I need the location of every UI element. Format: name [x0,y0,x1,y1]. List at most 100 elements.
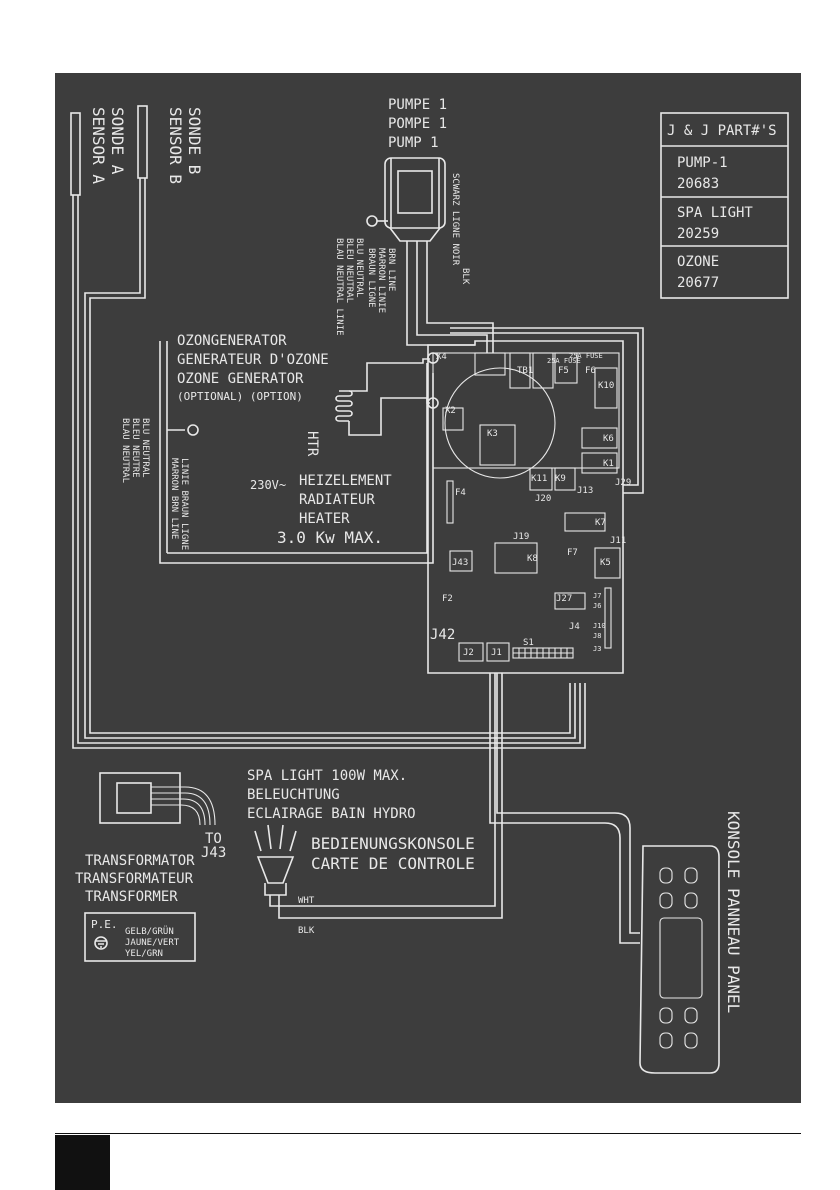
light-wire-white [269,673,496,907]
pump-wire-black [426,241,494,353]
board-label-x2: X2 [445,406,456,416]
pump-label-2: POMPE 1 [388,116,447,132]
board-label-j13: J13 [577,486,593,496]
sensor-b-label-2: SONDE B [185,107,204,174]
heater-max: 3.0 Kw MAX. [277,528,383,547]
transformer-body [99,772,181,824]
board-label-tb1: TB1 [517,366,533,376]
ground-label-1: GELB/GRÜN [125,926,174,937]
ozone-label-1: OZONGENERATOR [177,333,287,349]
pump-wire-blue-label-2: BLEU NEUTRAL [344,238,354,303]
board-label-j6: J6 [593,602,601,610]
wiring-diagram-panel: J & J PART#'S PUMP-1 20683 SPA LIGHT 202… [55,73,801,1103]
ozone-neutral-label-2: BLEU NEUTRE [130,418,140,478]
light-wire-black [278,673,503,919]
footer-block [55,1135,110,1190]
console-panel [639,845,720,1074]
pump-label-3: PUMP 1 [388,135,439,151]
pump-wire-black-label-2: BLK [460,268,470,285]
console-label-2: CARTE DE CONTROLE [311,854,475,873]
board-label-s1: S1 [523,638,534,648]
pump-wire-blue-label-1: BLAU NEUTRAL LINIE [334,238,344,336]
pump-wire-brown-label-1: BRAUN LIGNE [366,248,376,308]
transformer-to-j43: J43 [201,845,226,861]
footer-rule [55,1133,801,1134]
sensor-a-label-1: SENSOR A [89,107,108,184]
ozone-optional: (OPTIONAL) (OPTION) [177,390,303,403]
ground-pe: P.E. [91,918,118,931]
board-label-k11: K11 [531,474,547,484]
console-button [684,892,698,909]
board-label-j3: J3 [593,645,601,653]
board-label-k8: K8 [527,554,538,564]
board-label-j7: J7 [593,592,601,600]
ozone-generator: OZONGENERATOR GENERATEUR D'OZONE OZONE G… [120,333,434,564]
ozone-neutral-label-3: BLU NEUTRAL [140,418,150,478]
board-label-k9: K9 [555,474,566,484]
pump-1: PUMPE 1 POMPE 1 PUMP 1 BLAU NEUTRAL LINI… [334,97,644,494]
console-button [659,892,673,909]
console-display [659,917,703,999]
sensor-a-label-2: SONDE A [108,107,127,175]
pump-ground-icon [366,215,378,227]
board-label-j27: J27 [556,594,572,604]
board-label-fuse-2: 25A FUSE [569,352,603,360]
light-wire-wht-label: WHT [298,896,315,906]
console-button [684,1007,698,1024]
part-pump-number: 20683 [677,176,719,192]
heater-label-1: HEIZELEMENT [299,473,392,489]
board-label-j1: J1 [491,648,502,658]
ground-icon [94,936,108,950]
parts-table-header: J & J PART#'S [667,123,777,139]
light-label-2: BELEUCHTUNG [247,787,340,803]
board-label-f2: F2 [442,594,453,604]
light-label-1: SPA LIGHT 100W MAX. [247,768,407,784]
pump-label-1: PUMPE 1 [388,97,447,113]
transformer: TO J43 TRANSFORMATOR TRANSFORMATEUR TRAN… [75,772,226,962]
light-wire-blk-label: BLK [298,926,315,936]
board-label-j43: J43 [452,558,468,568]
heater-tag: HTR [304,431,320,457]
part-ozone-number: 20677 [677,275,719,291]
board-label-j10: J10 [593,622,606,630]
board-label-k1: K1 [603,459,614,469]
console-side-label: KONSOLE PANNEAU PANEL [724,811,743,1013]
board-label-k6: K6 [603,434,614,444]
light-lamp-icon [256,856,295,884]
board-label-j20: J20 [535,494,551,504]
board-x2-terminal [427,397,439,409]
transformer-label-3: TRANSFORMER [85,889,178,905]
pump-wire-blue-label-3: BLU NEUTRAL [354,238,364,298]
board-label-k7: K7 [595,518,606,528]
board-x4-terminal [427,352,439,364]
ozone-ground-icon [187,424,199,436]
part-light-number: 20259 [677,226,719,242]
board-label-k5: K5 [600,558,611,568]
console-button [684,867,698,884]
part-pump-name: PUMP-1 [677,155,728,171]
console-button [684,1032,698,1049]
pump-motor [384,157,446,229]
ground-box [84,912,196,962]
console-button [659,867,673,884]
board-label-j42: J42 [430,627,455,643]
pump-wire-brown-label-2: MARRON LINIE [376,248,386,313]
board-label-fuse-1: 25A FUSE [547,357,581,365]
board-label-f4: F4 [455,488,466,498]
board-outline [427,340,624,674]
board-label-f5: F5 [558,366,569,376]
pump-wire-black-label-1: SCWARZ LIGNE NOIR [450,173,460,266]
board-label-x4: X4 [436,352,447,362]
board-label-j2: J2 [463,648,474,658]
control-console: BEDIENUNGSKONSOLE CARTE DE CONTROLE KONS… [311,673,743,1074]
console-label-1: BEDIENUNGSKONSOLE [311,834,475,853]
light-label-3: ECLAIRAGE BAIN HYDRO [247,806,416,822]
board-label-j8: J8 [593,632,601,640]
part-light-name: SPA LIGHT [677,205,753,221]
sensors: SENSOR A SONDE A SENSOR B SONDE B [70,105,586,749]
ozone-line-label-1: MARRON BRN LINE [169,458,179,539]
wiring-diagram: J & J PART#'S PUMP-1 20683 SPA LIGHT 202… [70,97,789,1074]
sensor-a-cable [72,195,586,749]
board-label-j19: J19 [513,532,529,542]
transformer-to: TO [205,831,222,847]
